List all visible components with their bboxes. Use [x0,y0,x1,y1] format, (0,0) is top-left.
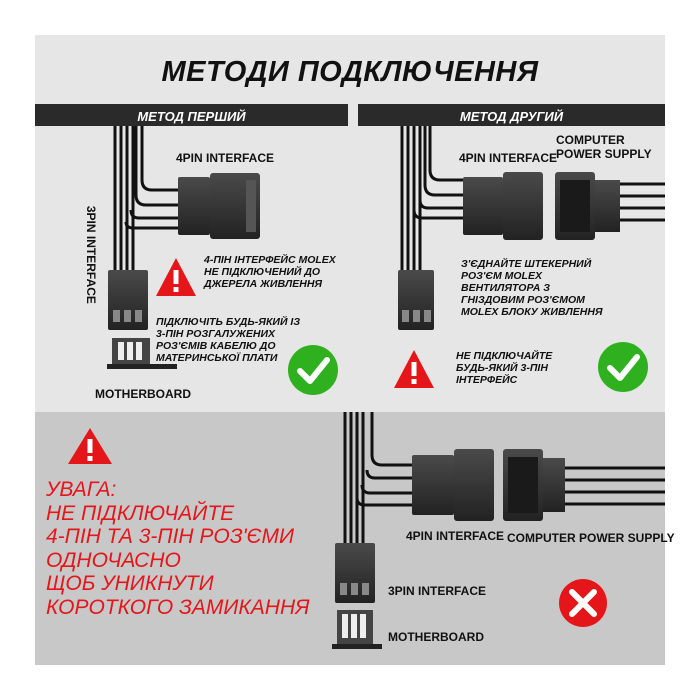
bottom-3pin-label: 3PIN INTERFACE [388,584,487,598]
method1-motherboard-header [107,338,177,369]
method2-check-icon [598,342,648,392]
short-circuit-warning: УВАГА: НЕ ПІДКЛЮЧАЙТЕ 4-ПІН ТА 3-ПІН РОЗ… [46,478,310,619]
method1-check-icon [288,345,338,395]
method1-3pin-connector [108,270,148,330]
bottom-molex-socket [503,449,565,521]
bottom-4pin-label: 4PIN INTERFACE [406,529,505,543]
method1-header: МЕТОД ПЕРШИЙ [137,109,246,124]
method2-4pin-label: 4PIN INTERFACE [459,151,558,165]
method1-header-bar [35,104,348,126]
bottom-warning-icon [68,428,112,464]
method1-4pin-label: 4PIN INTERFACE [176,151,275,165]
method1-3pin-label: 3PIN INTERFACE [83,205,98,304]
method2-3pin-connector [398,270,434,330]
method2-warning-icon [394,350,434,388]
bottom-molex-plug [412,449,494,521]
method2-psu-label: COMPUTER POWER SUPPLY [556,133,652,161]
method2-molex-plug [463,172,543,240]
method2-header-bar [358,104,665,126]
bottom-cross-icon [559,579,607,627]
page-title: МЕТОДИ ПОДКЛЮЧЕННЯ [161,56,539,88]
method1-molex-connector [178,173,260,239]
bottom-psu-label: COMPUTER POWER SUPPLY [507,531,675,545]
method2-header: МЕТОД ДРУГИЙ [459,109,564,124]
method1-wires [113,126,182,272]
bottom-motherboard-label: MOTHERBOARD [388,630,484,644]
method1-molex-note: 4-ПІН ІНТЕРФЕЙС MOLEX НЕ ПІДКЛЮЧЕНИЙ ДО … [204,254,336,291]
bottom-motherboard-header [332,610,382,649]
method2-warn-note: НЕ ПІДКЛЮЧАЙТЕ БУДЬ-ЯКИЙ 3-ПІН ІНТЕРФЕЙС [456,350,553,387]
method1-connect-note: ПІДКЛЮЧІТЬ БУДЬ-ЯКИЙ ІЗ 3-ПІН РОЗГАЛУЖЕН… [156,316,301,365]
bottom-3pin-connector [335,543,375,603]
method1-warning-icon [156,258,196,296]
method1-motherboard-label: MOTHERBOARD [95,387,191,401]
method2-molex-socket [555,172,620,240]
bottom-wires [343,412,665,545]
method2-connect-note: З'ЄДНАЙТЕ ШТЕКЕРНИЙ РОЗ'ЄМ MOLEX ВЕНТИЛЯ… [461,258,603,319]
method2-wires [400,126,665,272]
